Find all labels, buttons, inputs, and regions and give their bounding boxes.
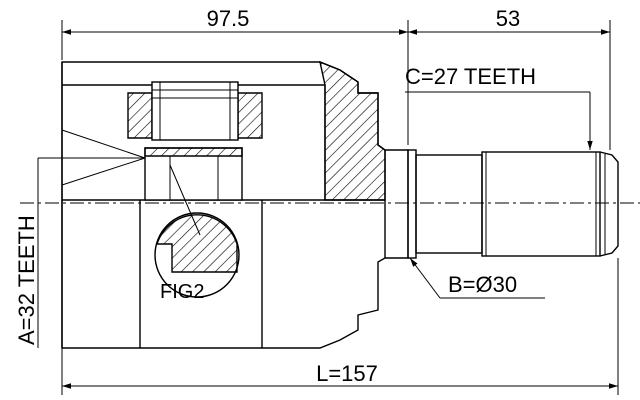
spline-inner-callout: A=32 TEETH [14,158,39,348]
label-shaft-diameter: B=Ø30 [448,272,517,297]
label-spline-outer: C=27 TEETH [405,64,536,89]
bottom-dimension: L=157 [61,258,619,395]
tripod-assembly [38,81,263,201]
label-fig2: FIG2 [160,281,204,303]
dim-total-length: L=157 [316,361,378,386]
dim-shaft-length: 53 [496,6,520,31]
top-dimension: 97.5 53 [61,6,611,150]
dim-housing-length: 97.5 [207,6,250,31]
shaft-diameter-callout: B=Ø30 [409,257,545,299]
shaft [385,149,619,259]
housing [61,60,386,349]
spline-outer-callout: C=27 TEETH [405,64,593,150]
fig2-detail: FIG2 [154,164,240,303]
label-spline-inner: A=32 TEETH [14,215,39,345]
